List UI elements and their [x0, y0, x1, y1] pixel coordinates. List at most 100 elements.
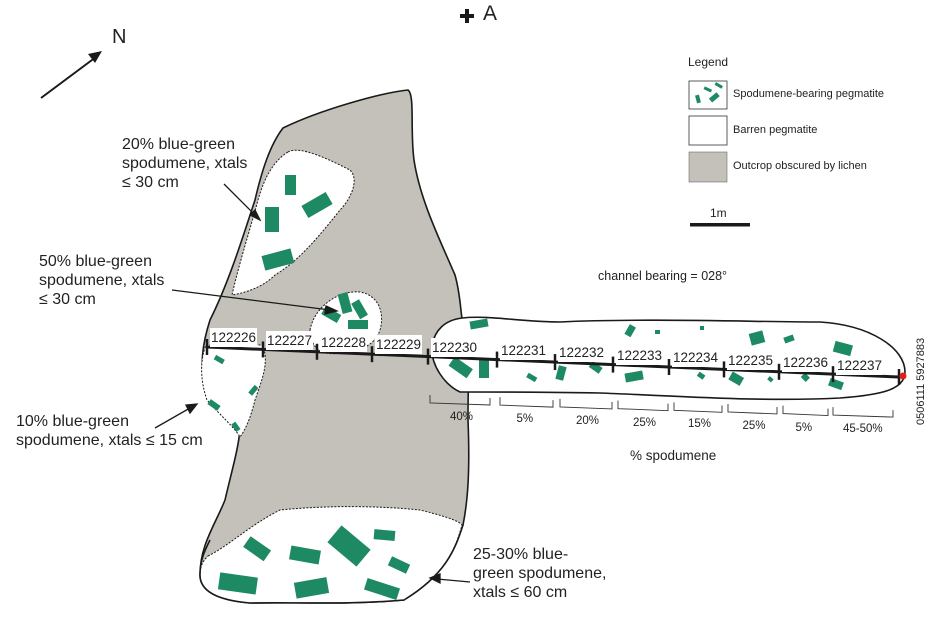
percent-value-label: 5%	[516, 413, 534, 426]
sample-id-label: 122236	[782, 352, 830, 372]
crystal	[767, 376, 774, 383]
annotation-line: xtals ≤ 60 cm	[473, 584, 568, 601]
annotation-line: 25-30% blue-	[473, 546, 569, 563]
percent-value-label: 20%	[576, 414, 600, 427]
percent-bracket	[832, 407, 894, 418]
percent-bracket	[617, 400, 669, 412]
crystal	[243, 536, 272, 562]
crystal	[448, 356, 473, 379]
arrowhead	[184, 403, 199, 415]
crystal	[373, 529, 396, 541]
crystal	[800, 372, 810, 382]
annotation-50pct: 50% blue-green spodumene, xtals ≤ 30 cm	[39, 252, 164, 309]
legend-item-spodumene: Spodumene-bearing pegmatite	[733, 88, 885, 100]
channel-line	[205, 339, 907, 385]
utm-coordinates: 0506111 5927883	[915, 337, 927, 425]
channel-endpoint-marker	[899, 372, 907, 380]
annotation-25-30pct: 25-30% blue- green spodumene, xtals ≤ 60…	[473, 545, 606, 602]
percent-bracket	[499, 397, 554, 408]
crystal	[728, 371, 745, 386]
scale-bar	[690, 223, 750, 227]
annotation-line: ≤ 30 cm	[39, 291, 96, 308]
crystal	[624, 324, 636, 338]
crystal	[479, 360, 489, 378]
sample-id-label: 122228	[320, 332, 368, 352]
crystal	[555, 365, 567, 381]
crystal	[363, 578, 401, 600]
annotation-line: spodumene, xtals ≤ 15 cm	[16, 432, 203, 449]
legend-title: Legend	[688, 55, 729, 69]
crystal	[265, 207, 279, 232]
crystal	[289, 545, 321, 565]
legend-item-lichen: Outcrop obscured by lichen	[733, 160, 867, 172]
sample-id-label: 122233	[616, 345, 664, 365]
arrow-20pct	[223, 183, 257, 217]
annotation-line: 10% blue-green	[16, 413, 129, 430]
sample-id-label: 122230	[431, 338, 479, 358]
crystal	[624, 370, 644, 383]
legend-swatch-lichen	[688, 151, 728, 183]
arrowhead	[428, 573, 441, 585]
crystal	[261, 248, 295, 271]
reference-point-label: A	[483, 2, 498, 25]
percent-value-label: 40%	[450, 411, 474, 423]
percent-bracket	[429, 395, 491, 406]
crystal	[700, 326, 704, 330]
sample-id-label: 122232	[558, 343, 606, 363]
annotation-line: green spodumene,	[473, 565, 607, 582]
channel-traverse	[206, 345, 900, 379]
north-label: N	[112, 26, 127, 48]
percent-bracket	[559, 398, 613, 410]
percent-value-label: 15%	[688, 418, 712, 431]
annotation-line: 20% blue-green	[122, 136, 235, 153]
crystal	[293, 577, 330, 599]
crystal	[301, 191, 333, 219]
crystal	[348, 320, 368, 329]
crystal	[327, 525, 371, 567]
annotation-line: ≤ 30 cm	[122, 174, 179, 191]
channel-bearing: channel bearing = 028°	[598, 269, 728, 283]
percent-bracket	[727, 403, 778, 415]
crystal	[748, 330, 766, 346]
percent-bracket	[673, 402, 723, 413]
annotation-20pct: 20% blue-green spodumene, xtals ≤ 30 cm	[122, 135, 247, 192]
sample-id-label: 122237	[836, 355, 884, 375]
sample-id-label: 122226	[210, 328, 258, 348]
crystal	[248, 384, 259, 396]
north-arrow-icon	[40, 51, 102, 99]
crystal	[387, 556, 411, 574]
annotation-line: spodumene, xtals	[39, 272, 165, 289]
crystal	[217, 572, 258, 595]
crystal	[696, 371, 706, 380]
crystal	[526, 372, 538, 383]
annotation-line: 50% blue-green	[39, 253, 152, 270]
arrowhead	[324, 305, 339, 315]
sample-id-label: 122234	[672, 348, 720, 368]
legend-swatch-barren	[688, 115, 728, 146]
annotation-10pct: 10% blue-green spodumene, xtals ≤ 15 cm	[16, 412, 203, 450]
outcrop-boundary-south	[199, 524, 464, 604]
percent-brackets	[429, 395, 894, 418]
crystal	[213, 354, 225, 365]
sample-id-label: 122235	[727, 350, 775, 370]
percent-axis-label: % spodumene	[630, 448, 717, 463]
percent-value-label: 25%	[633, 416, 657, 429]
crystal	[783, 334, 795, 344]
percent-value-label: 45-50%	[843, 423, 883, 436]
percent-bracket	[782, 405, 829, 417]
arrow-25pct	[436, 578, 471, 583]
arrow-50pct	[171, 289, 331, 311]
crystal	[655, 330, 660, 334]
arrowhead	[248, 208, 262, 222]
sample-id-label: 122231	[500, 340, 548, 360]
sample-id-label: 122229	[375, 335, 423, 355]
annotation-arrows	[154, 183, 471, 585]
crystal	[832, 340, 853, 357]
crystal	[351, 299, 368, 320]
crystal	[207, 399, 221, 411]
crystal	[469, 318, 489, 330]
percent-value-label: 25%	[742, 419, 766, 432]
legend-swatches	[688, 80, 750, 227]
legend-item-barren: Barren pegmatite	[733, 124, 818, 136]
crystal	[231, 421, 241, 432]
